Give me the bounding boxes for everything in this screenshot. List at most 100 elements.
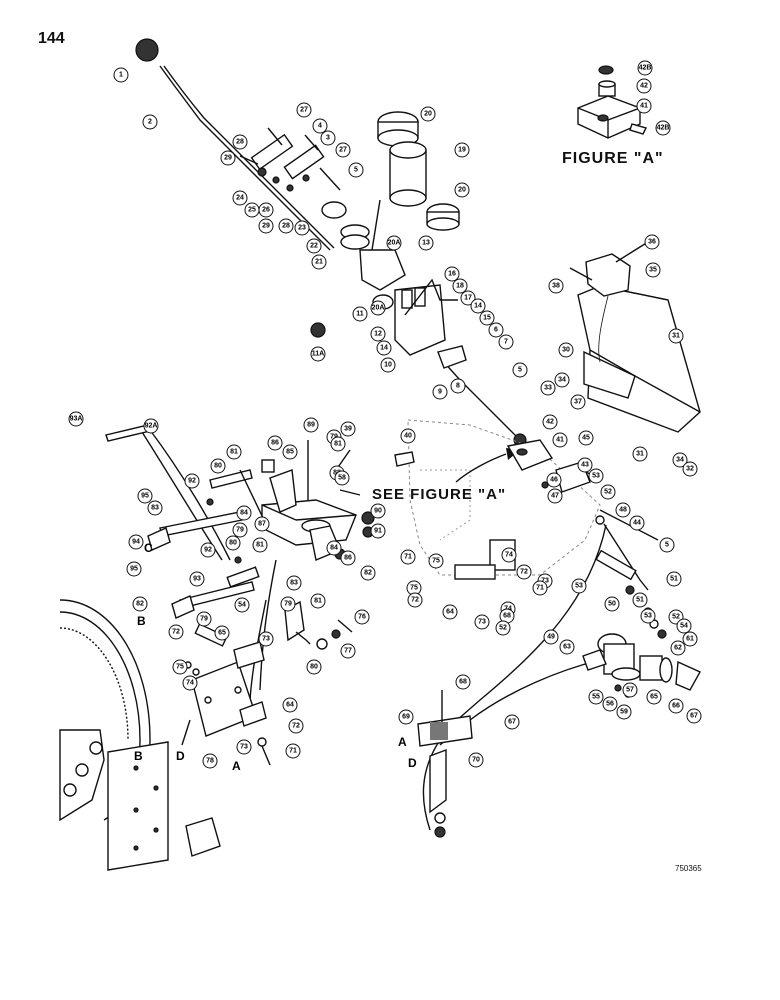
part-callout-label: 52: [604, 489, 612, 496]
part-callout-71: 71: [532, 580, 548, 596]
part-callout-label: 42: [546, 419, 554, 426]
part-callout-label: 66: [672, 703, 680, 710]
part-callout-92: 92: [200, 542, 216, 558]
part-callout-label: 75: [432, 558, 440, 565]
part-callout-42b: 42B: [637, 60, 653, 76]
part-callout-48: 48: [615, 502, 631, 518]
part-callout-53: 53: [640, 608, 656, 624]
part-callout-label: 51: [670, 576, 678, 583]
part-callout-95: 95: [126, 561, 142, 577]
cable-bracket: [417, 690, 473, 838]
part-callout-label: 18: [456, 283, 464, 290]
part-callout-label: 51: [636, 597, 644, 604]
connection-letter-b: B: [137, 614, 146, 628]
part-callout-label: 75: [176, 664, 184, 671]
part-callout-75: 75: [428, 553, 444, 569]
part-callout-label: 81: [334, 441, 342, 448]
part-callout-label: 85: [286, 449, 294, 456]
part-callout-79: 79: [280, 596, 296, 612]
part-callout-80: 80: [306, 659, 322, 675]
part-callout-84: 84: [236, 505, 252, 521]
part-callout-label: 72: [520, 569, 528, 576]
part-callout-label: 95: [130, 566, 138, 573]
part-callout-64: 64: [442, 604, 458, 620]
part-callout-14: 14: [376, 340, 392, 356]
part-callout-79: 79: [196, 611, 212, 627]
connection-letter-a: A: [398, 735, 407, 749]
part-callout-42: 42: [542, 414, 558, 430]
part-callout-38: 38: [548, 278, 564, 294]
part-callout-65: 65: [214, 625, 230, 641]
part-callout-label: 62: [674, 645, 682, 652]
part-callout-55: 55: [588, 689, 604, 705]
part-callout-41: 41: [636, 98, 652, 114]
part-callout-label: 53: [592, 473, 600, 480]
part-callout-26: 26: [258, 202, 274, 218]
part-callout-46: 46: [546, 472, 562, 488]
part-callout-label: 44: [633, 520, 641, 527]
part-callout-74: 74: [501, 547, 517, 563]
part-callout-24: 24: [232, 190, 248, 206]
part-callout-label: 92: [204, 547, 212, 554]
part-callout-label: 69: [402, 714, 410, 721]
part-callout-37: 37: [570, 394, 586, 410]
part-callout-71: 71: [400, 549, 416, 565]
part-callout-53: 53: [588, 468, 604, 484]
part-callout-label: 2: [148, 119, 152, 126]
part-callout-label: 6: [494, 327, 498, 334]
part-callout-label: 25: [248, 207, 256, 214]
part-callout-30: 30: [558, 342, 574, 358]
part-callout-label: 83: [151, 505, 159, 512]
part-callout-69: 69: [398, 709, 414, 725]
part-callout-92: 92: [184, 473, 200, 489]
part-callout-label: 80: [229, 540, 237, 547]
part-callout-label: 52: [672, 614, 680, 621]
part-callout-94: 94: [128, 534, 144, 550]
part-callout-83: 83: [286, 575, 302, 591]
part-callout-label: 70: [472, 757, 480, 764]
part-callout-label: 20: [458, 187, 466, 194]
part-callout-label: 17: [464, 295, 472, 302]
part-callout-40: 40: [400, 428, 416, 444]
part-callout-label: 28: [236, 139, 244, 146]
part-callout-50: 50: [604, 596, 620, 612]
part-callout-label: 79: [330, 434, 338, 441]
part-callout-67: 67: [686, 708, 702, 724]
part-callout-39: 39: [340, 421, 356, 437]
part-callout-label: 35: [649, 267, 657, 274]
part-callout-label: 89: [307, 422, 315, 429]
part-callout-label: 24: [236, 195, 244, 202]
part-callout-73: 73: [258, 631, 274, 647]
part-callout-54: 54: [676, 618, 692, 634]
part-callout-label: 5: [665, 542, 669, 549]
part-callout-20: 20: [420, 106, 436, 122]
part-callout-label: 40: [404, 433, 412, 440]
part-callout-label: 65: [650, 694, 658, 701]
part-callout-label: 71: [404, 554, 412, 561]
part-callout-11a: 11A: [310, 346, 326, 362]
part-callout-95: 95: [137, 488, 153, 504]
part-callout-31: 31: [632, 446, 648, 462]
part-callout-35: 35: [645, 262, 661, 278]
part-callout-81: 81: [226, 444, 242, 460]
part-callout-87: 87: [254, 516, 270, 532]
part-callout-15: 15: [479, 310, 495, 326]
part-callout-18: 18: [452, 278, 468, 294]
part-callout-label: 31: [636, 451, 644, 458]
part-callout-label: 34: [558, 377, 566, 384]
part-callout-72: 72: [288, 718, 304, 734]
shift-rod: [437, 345, 527, 447]
part-callout-label: 4: [318, 123, 322, 130]
part-callout-label: 5: [354, 167, 358, 174]
part-callout-25: 25: [244, 202, 260, 218]
part-callout-72: 72: [516, 564, 532, 580]
see-figure-arrow: [455, 439, 554, 483]
part-callout-21: 21: [311, 254, 327, 270]
part-callout-label: 86: [271, 440, 279, 447]
part-callout-42b: 42B: [655, 120, 671, 136]
part-callout-label: 93: [193, 576, 201, 583]
part-callout-4: 4: [312, 118, 328, 134]
figure-a-detail: [577, 65, 648, 139]
